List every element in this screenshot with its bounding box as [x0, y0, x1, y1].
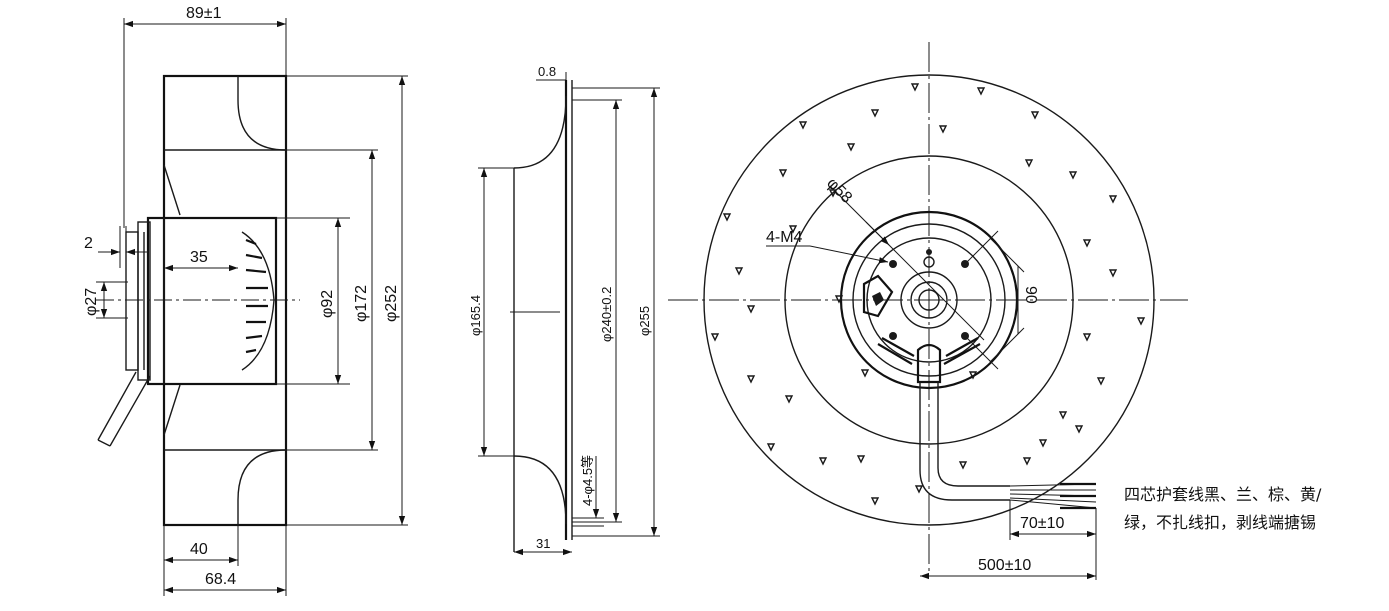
cable-exit [916, 343, 942, 384]
cable-wires [1009, 482, 1097, 510]
bolt-holes [889, 249, 969, 340]
motor-hub [146, 216, 278, 386]
dim-thread: 4-M4 [766, 229, 803, 246]
dim-ring-holes: 4-φ4.5等 [580, 455, 595, 506]
wire-note: 四芯护套线黑、兰、棕、黄/ 绿，不扎线扣，剥线端搪锡 [1124, 485, 1322, 532]
dim-shaft-dia: φ27 [83, 288, 100, 316]
dim-width: 89±1 [186, 5, 222, 22]
dim-cable: 500±10 [978, 557, 1031, 574]
dim-ring-bolt-circle: φ240±0.2 [599, 287, 614, 342]
dim-shaft-step: 2 [84, 235, 93, 252]
dim-ring-outer: φ255 [637, 306, 652, 336]
shroud-top [237, 76, 287, 151]
dim-wheel-dia: φ252 [383, 285, 400, 322]
blade-markers [710, 83, 1146, 506]
front-cable [919, 382, 1010, 501]
dim-ring-depth: 31 [536, 536, 550, 551]
side-view: 89±1 [83, 5, 408, 596]
dim-ring-thickness: 0.8 [538, 64, 556, 79]
dim-inlet-dia: φ172 [353, 285, 370, 322]
label-plate [862, 274, 894, 318]
dim-hub-len: 35 [190, 249, 208, 266]
note-line-2: 绿，不扎线扣，剥线端搪锡 [1124, 513, 1316, 532]
dim-ring-inner: φ165.4 [468, 295, 483, 336]
note-line-1: 四芯护套线黑、兰、棕、黄/ [1124, 485, 1322, 504]
cable [97, 371, 151, 447]
dim-blade-depth: 40 [190, 541, 208, 558]
dim-bolt-pcd: 90 [1022, 286, 1039, 304]
wheel-outline [703, 74, 1155, 526]
shroud-bottom [237, 449, 287, 525]
ring-view: 0.8 φ165.4 φ240±0.2 φ255 4-φ4.5等 31 [468, 64, 660, 556]
dim-overall-depth: 68.4 [205, 571, 236, 588]
front-view: φ58 4-M4 90 70±10 500±10 [668, 42, 1188, 580]
motor-fins [241, 231, 275, 371]
dim-hub-dia: φ92 [319, 290, 336, 318]
dim-strip: 70±10 [1020, 515, 1064, 532]
